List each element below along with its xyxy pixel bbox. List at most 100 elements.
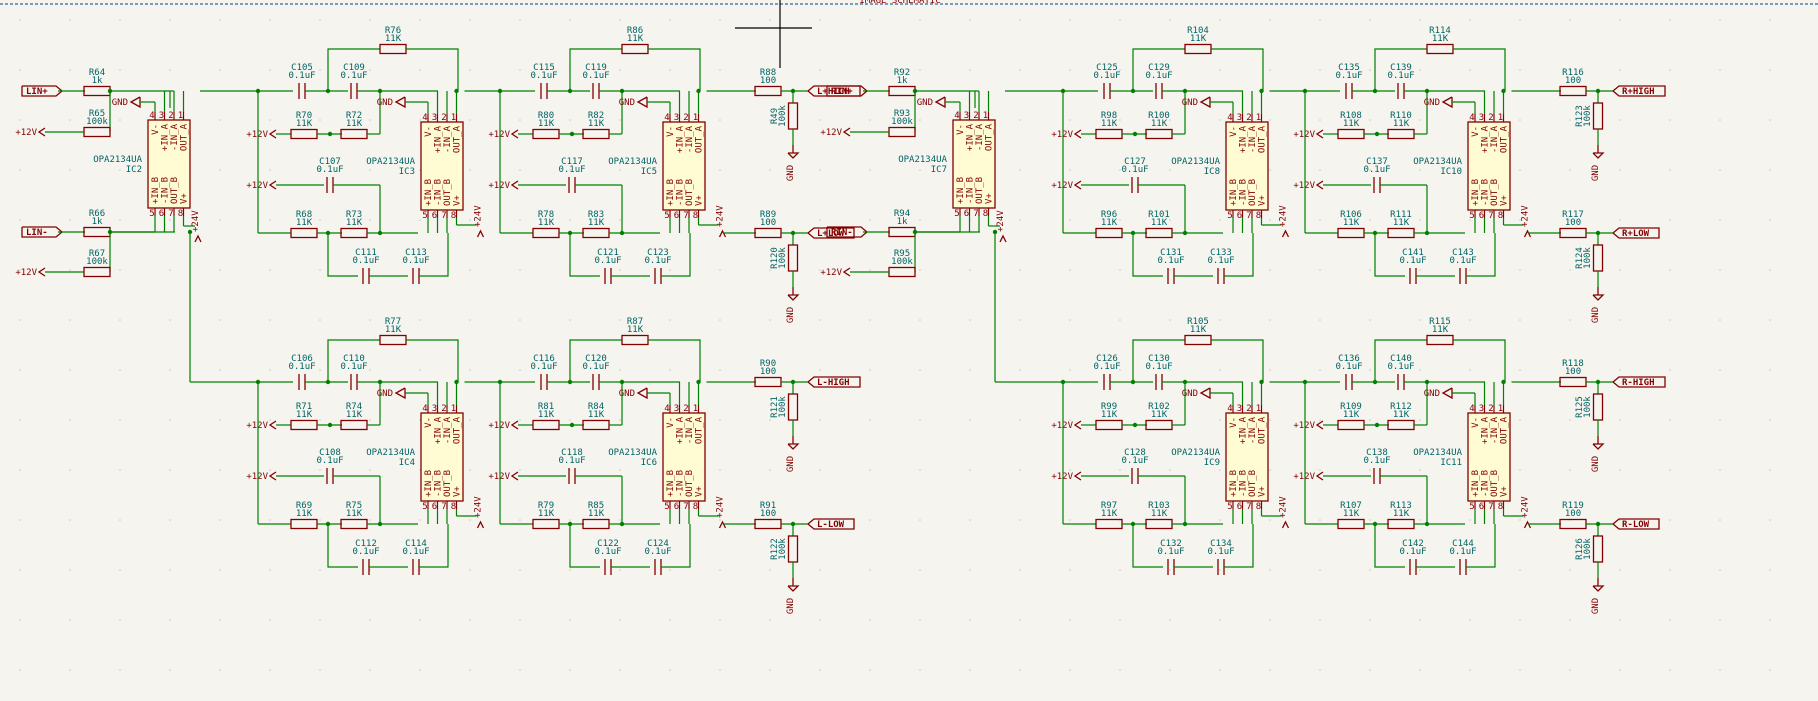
junction-dot <box>1259 379 1264 385</box>
grid-dot <box>1669 469 1671 471</box>
grid-dot <box>1469 269 1471 271</box>
grid-dot <box>1269 569 1271 571</box>
resistor-ref: R76 <box>385 26 401 36</box>
resistor <box>532 227 560 239</box>
resistor <box>83 266 111 278</box>
grid-dot <box>319 569 321 571</box>
capacitor-value: 0.1uF <box>316 456 343 466</box>
grid-dot <box>569 569 571 571</box>
pin-number: 7 <box>1488 502 1493 512</box>
pin-number: 6 <box>159 209 164 219</box>
grid-dot <box>1019 619 1021 621</box>
resistor-value: 11K <box>627 325 644 335</box>
grid-dot <box>169 319 171 321</box>
wire <box>648 339 701 382</box>
pin-name: +IN_A <box>966 123 976 151</box>
grid-dot <box>1669 69 1671 71</box>
grid-dot <box>469 519 471 521</box>
capacitor-ref: C109 <box>343 63 365 73</box>
capacitor-value: 0.1uF <box>582 362 609 372</box>
grid-dot <box>219 319 221 321</box>
grid-dot <box>119 369 121 371</box>
gnd-symbol <box>787 443 800 450</box>
pin-number: 4 <box>422 404 427 414</box>
grid-dot <box>519 269 521 271</box>
grid-dot <box>519 469 521 471</box>
opamp-ic <box>147 119 191 209</box>
grid-dot <box>1269 69 1271 71</box>
resistor-value: 11K <box>1151 218 1168 228</box>
junction-dot <box>325 88 331 94</box>
grid-dot <box>119 19 121 21</box>
power-arrow <box>37 127 46 137</box>
resistor-ref: R73 <box>346 210 362 220</box>
junction-dot <box>1374 422 1380 428</box>
grid-dot <box>969 19 971 21</box>
grid-dot <box>19 369 21 371</box>
junction-dot <box>1501 88 1506 94</box>
resistor-ref: R111 <box>1390 210 1412 220</box>
power-arrow <box>37 267 46 277</box>
junction-dot <box>1130 88 1136 94</box>
pin-name: -IN_A <box>1490 125 1500 153</box>
resistor-ref: R85 <box>588 501 604 511</box>
net-label: L+LOW <box>817 229 845 239</box>
grid-dot <box>1669 619 1671 621</box>
pin-name: V- <box>1229 126 1239 137</box>
grid-dot <box>369 419 371 421</box>
capacitor-ref: C133 <box>1210 248 1232 258</box>
junction-dot <box>1130 379 1136 385</box>
grid-dot <box>1069 469 1071 471</box>
grid-dot <box>69 119 71 121</box>
capacitor-ref: C135 <box>1338 63 1360 73</box>
grid-dot <box>869 119 871 121</box>
resistor <box>582 128 610 140</box>
grid-dot <box>769 569 771 571</box>
grid-dot <box>1319 369 1321 371</box>
grid-dot <box>1669 669 1671 671</box>
grid-dot <box>1019 69 1021 71</box>
resistor-ref: R69 <box>296 501 312 511</box>
pin-number: 6 <box>1479 502 1484 512</box>
pin-name: -IN_A <box>443 125 453 153</box>
grid-dot <box>69 469 71 471</box>
grid-dot <box>19 319 21 321</box>
grid-dot <box>1419 169 1421 171</box>
grid-dot <box>969 369 971 371</box>
pin-name: +IN_A <box>1481 416 1491 444</box>
grid-dot <box>1319 69 1321 71</box>
grid-dot <box>119 419 121 421</box>
resistor-value: 100 <box>1565 509 1581 519</box>
grid-dot <box>119 519 121 521</box>
grid-dot <box>1069 519 1071 521</box>
grid-dot <box>1419 569 1421 571</box>
grid-dot <box>419 519 421 521</box>
grid-dot <box>519 669 521 671</box>
grid-dot <box>819 19 821 21</box>
grid-dot <box>1419 19 1421 21</box>
grid-dot <box>919 619 921 621</box>
grid-dot <box>1769 619 1771 621</box>
grid-dot <box>69 69 71 71</box>
grid-dot <box>569 119 571 121</box>
resistor <box>1387 227 1415 239</box>
resistor <box>1559 85 1587 97</box>
capacitor-ref: C121 <box>597 248 619 258</box>
grid-dot <box>319 169 321 171</box>
resistor-ref: R121 <box>770 396 780 418</box>
opamp-ic <box>1225 121 1269 211</box>
capacitor-value: 0.1uF <box>340 362 367 372</box>
grid-dot <box>1719 119 1721 121</box>
power-label: +12V <box>15 268 37 278</box>
grid-dot <box>1269 469 1271 471</box>
grid-dot <box>569 519 571 521</box>
resistor-value: 11K <box>1343 119 1360 129</box>
pin-number: 5 <box>954 209 959 219</box>
grid-dot <box>1719 169 1721 171</box>
capacitor-ref: C108 <box>319 448 341 458</box>
pin-name: -IN_B <box>1239 470 1249 497</box>
resistor-ref: R92 <box>894 68 910 78</box>
capacitor-value: 0.1uF <box>1399 256 1426 266</box>
grid-dot <box>1769 569 1771 571</box>
grid-dot <box>1419 319 1421 321</box>
